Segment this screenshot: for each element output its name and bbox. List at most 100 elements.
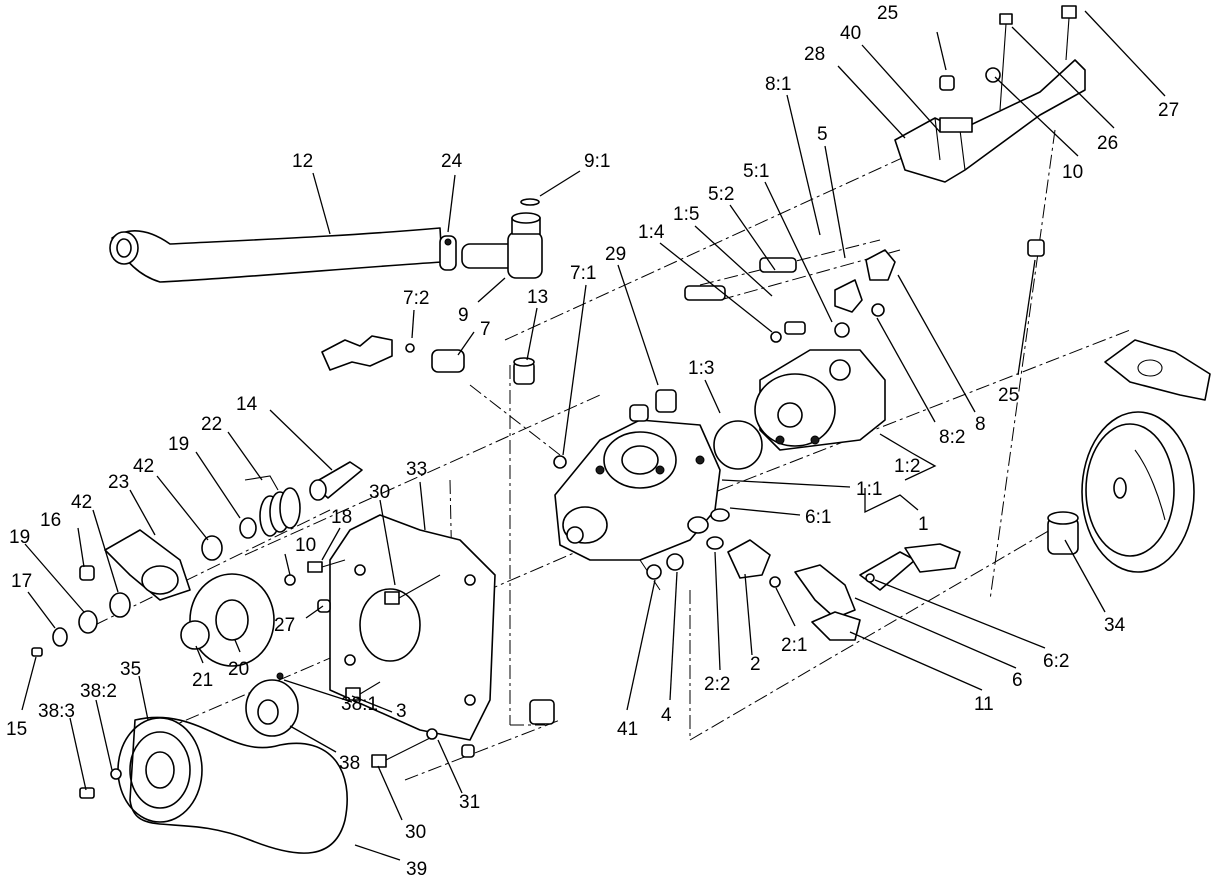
clamp-24: [439, 235, 457, 271]
leader-lines: [21, 10, 1166, 861]
bolt-3: [345, 681, 381, 701]
callout-27-top: 27: [1158, 100, 1179, 121]
idler-pulley-20: [189, 573, 275, 667]
setscrew-38-1: [276, 672, 284, 680]
switch-assembly-7: [321, 335, 465, 373]
v-belt-39: [129, 716, 348, 854]
callout-28: 28: [804, 44, 825, 65]
nut-25-top: [939, 75, 955, 91]
callout-5-1: 5:1: [743, 161, 769, 182]
elbow-6: [794, 551, 916, 619]
callout-13: 13: [527, 287, 548, 308]
callout-2-1: 2:1: [781, 635, 807, 656]
callout-34: 34: [1104, 615, 1126, 636]
callout-42-upper: 42: [133, 456, 154, 477]
sleeve-14: [309, 461, 363, 501]
callout-labels: 25 40 28 27 26 10 8:1 5 5:1 5:2 1:5 1:4 …: [6, 3, 1179, 880]
callout-20: 20: [228, 659, 249, 680]
callout-29: 29: [605, 244, 626, 265]
callout-9: 9: [458, 305, 469, 326]
callout-5: 5: [817, 124, 828, 145]
callout-18: 18: [331, 507, 352, 528]
callout-5-2: 5:2: [708, 184, 734, 205]
spring-22: [244, 475, 301, 537]
o-ring-2-2: [706, 536, 724, 550]
callout-11: 11: [974, 694, 994, 715]
o-ring-9-1: [520, 198, 540, 206]
nut-27-left: [317, 599, 331, 613]
elbow-8: [865, 249, 896, 281]
callout-38-2: 38:2: [80, 681, 117, 702]
callout-4: 4: [661, 705, 672, 726]
pump-housing-1-1: [554, 404, 721, 561]
pulley-large: [1081, 411, 1195, 573]
nut-16: [79, 565, 95, 581]
callout-3: 3: [396, 701, 407, 722]
o-ring-7-1: [553, 455, 567, 469]
callout-21: 21: [192, 670, 213, 691]
callout-30-lower: 30: [405, 822, 426, 843]
o-ring-2-1: [769, 576, 781, 588]
grease-fitting-15: [31, 647, 43, 657]
callout-38-1: 38:1: [341, 694, 378, 715]
bushing-19-upper: [239, 517, 257, 539]
callout-42-lower: 42: [71, 492, 92, 513]
callout-6-2: 6:2: [1043, 651, 1069, 672]
callout-16: 16: [40, 510, 61, 531]
sensor-connector: [904, 543, 961, 573]
hose-12: [109, 227, 443, 283]
bolt-27: [1061, 5, 1077, 61]
callout-41: 41: [617, 719, 638, 740]
washer-41: [646, 564, 662, 580]
bolt-30-lower: [371, 737, 431, 768]
bushing-42-upper: [201, 535, 223, 561]
idler-arm-23: [104, 529, 191, 601]
nut-25-lower: [1027, 239, 1045, 257]
callout-30-upper: 30: [369, 482, 390, 503]
elbow-fitting-9: [461, 212, 543, 279]
nut-4: [666, 553, 684, 571]
callout-2: 2: [750, 654, 761, 675]
callout-7-2: 7:2: [403, 288, 429, 309]
callout-17: 17: [11, 571, 32, 592]
callout-8-1: 8:1: [765, 74, 791, 95]
callout-8-2: 8:2: [939, 427, 965, 448]
o-ring-1-3: [713, 420, 763, 470]
callout-33: 33: [406, 459, 427, 480]
callout-12: 12: [292, 151, 313, 172]
retaining-ring-17: [52, 627, 68, 647]
bushing-19-lower: [78, 610, 98, 634]
callout-10-top: 10: [1062, 162, 1083, 183]
callout-15: 15: [6, 719, 27, 740]
callout-40: 40: [840, 23, 861, 44]
washer-38-2: [110, 768, 122, 780]
callout-26: 26: [1097, 133, 1118, 154]
callout-25-top: 25: [877, 3, 898, 24]
gear-pump-1-2: [754, 349, 886, 451]
mounting-plate-33: [329, 514, 496, 741]
callout-9-1: 9:1: [584, 151, 610, 172]
washer-10-left: [284, 574, 296, 586]
nut-31: [461, 744, 475, 758]
plug-29: [655, 389, 677, 413]
callout-1-4: 1:4: [638, 222, 665, 243]
callout-25-right: 25: [998, 385, 1019, 406]
bolt-1-5: [770, 321, 806, 343]
callout-1: 1: [918, 514, 929, 535]
callout-1-3: 1:3: [688, 358, 714, 379]
callout-38: 38: [339, 753, 360, 774]
spacer-bottom: [529, 699, 555, 725]
coupler-34: [1047, 511, 1079, 555]
callout-1-1: 1:1: [856, 479, 882, 500]
o-ring-5-1: [834, 322, 850, 338]
hub-38: [245, 679, 299, 737]
callout-1-5: 1:5: [673, 204, 699, 225]
bracket-28: [894, 59, 1086, 183]
callout-39: 39: [406, 859, 427, 880]
mount-bracket-right: [1104, 339, 1211, 401]
callout-8: 8: [975, 414, 986, 435]
bolt-30-upper: [384, 574, 441, 605]
callout-7: 7: [480, 319, 491, 340]
elbow-11: [811, 611, 861, 641]
